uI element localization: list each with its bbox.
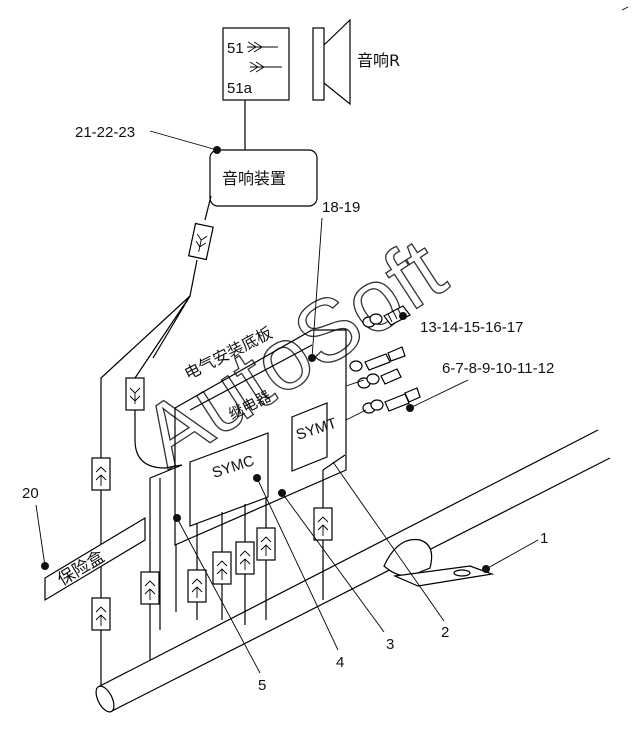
speaker-icon [312, 18, 351, 106]
callout-5: 5 [258, 677, 266, 694]
callout-6-12: 6-7-8-9-10-11-12 [442, 360, 554, 377]
fastener-set-mid [349, 346, 406, 372]
callout-18-19: 18-19 [322, 199, 360, 216]
callout-20: 20 [22, 485, 39, 502]
harness-tag [256, 527, 276, 561]
harness-tag [313, 507, 333, 541]
mounting-panel [159, 329, 347, 630]
harness-tags [91, 377, 333, 631]
plug-unit: 51 51a [222, 27, 290, 101]
module-symc: SYMC [189, 432, 269, 527]
fastener-set-upper [362, 305, 411, 328]
harness-tag [140, 571, 160, 605]
callout-13-17: 13-14-15-16-17 [420, 319, 523, 336]
fuse-box-label: 保险盒 [54, 547, 108, 590]
callout-2: 2 [441, 624, 449, 641]
fuse-box: 保险盒 [44, 516, 146, 602]
callout-21-22-23: 21-22-23 [75, 124, 135, 141]
harness-tag [91, 597, 111, 631]
module-symt: SYMT [291, 402, 339, 472]
connector-arrows-icon [247, 41, 282, 73]
harness-tag [235, 541, 255, 575]
main-tube [95, 429, 611, 713]
harness-tag [125, 377, 145, 411]
corner-mark [621, 6, 629, 11]
unit-label-51a: 51a [227, 80, 253, 97]
clamp-bracket [383, 538, 495, 587]
harness-tag [187, 569, 207, 603]
callout-1: 1 [540, 530, 548, 547]
harness-tag [212, 551, 232, 585]
fastener-set-bottom [362, 387, 421, 414]
fastener-set-lower [357, 368, 402, 389]
callout-4: 4 [336, 654, 344, 671]
callout-3: 3 [386, 636, 394, 653]
audio-device-box [209, 149, 318, 207]
audio-device-label: 音响装置 [222, 169, 286, 188]
speaker-label: 音响R [357, 51, 400, 70]
harness-tag [91, 457, 111, 491]
unit-label-51: 51 [227, 40, 244, 57]
